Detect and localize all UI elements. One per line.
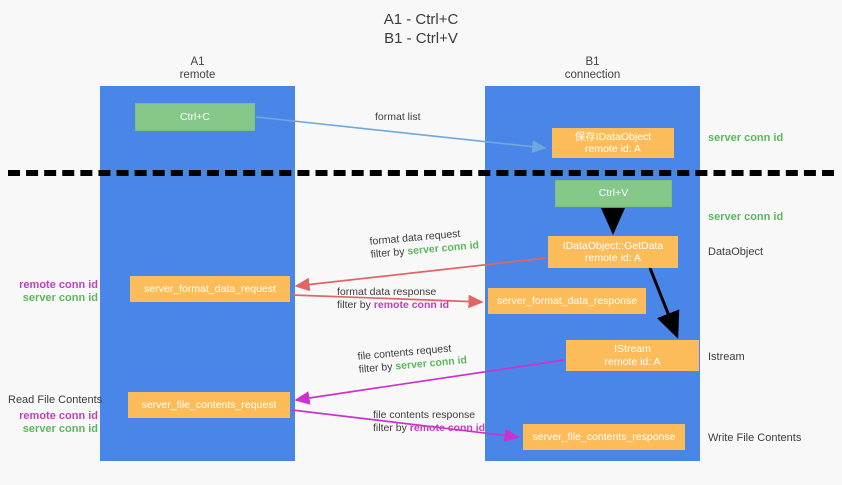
box-idataobject-line2: remote id: A xyxy=(584,143,642,155)
box-server-format-data-request[interactable]: server_format_data_request xyxy=(130,276,290,302)
lane-a1-name: A1 xyxy=(190,56,205,68)
box-server-file-contents-request-label: server_file_contents_request xyxy=(141,398,277,411)
label-remote-conn-id-lower: remote conn id xyxy=(19,410,98,422)
lane-header-a1: A1 remote xyxy=(100,56,295,82)
arrow-label-file-contents-response: file contents response filter by remote … xyxy=(373,409,485,435)
box-getdata-line1: IDataObject::GetData xyxy=(562,239,664,252)
label-conn-ids-upper: remote conn id server conn id xyxy=(8,279,98,305)
label-conn-ids-lower: remote conn id server conn id xyxy=(8,410,98,436)
box-ctrl-v[interactable]: Ctrl+V xyxy=(555,180,672,207)
box-server-file-contents-request[interactable]: server_file_contents_request xyxy=(128,392,290,418)
filter-value: remote conn id xyxy=(409,422,486,434)
label-dataobject: DataObject xyxy=(708,246,764,258)
arrow-label-format-data-response-line1: format data response xyxy=(337,286,437,298)
box-server-file-contents-response-label: server_file_contents_response xyxy=(532,430,676,443)
arrow-label-format-data-request: format data request filter by server con… xyxy=(369,226,479,261)
arrow-label-file-contents-response-line1: file contents response xyxy=(373,409,476,421)
label-server-conn-id-1: server conn id xyxy=(708,132,784,144)
page-title-line1: A1 - Ctrl+C xyxy=(383,11,459,28)
box-istream-line1: IStream xyxy=(614,343,651,355)
filter-prefix: filter by xyxy=(373,422,410,434)
label-server-conn-id-2: server conn id xyxy=(708,211,784,223)
box-idataobject-getdata[interactable]: IDataObject::GetData remote id: A xyxy=(548,236,678,268)
label-read-file-contents: Read File Contents xyxy=(8,394,103,406)
lane-b1-name: B1 xyxy=(585,56,600,68)
box-ctrl-c[interactable]: Ctrl+C xyxy=(135,103,255,131)
arrow-label-format-data-response-filter: filter by remote conn id xyxy=(337,299,449,312)
label-server-conn-id-lower: server conn id xyxy=(22,423,98,435)
page-title-line2: B1 - Ctrl+V xyxy=(384,30,458,47)
box-istream-line2: remote id: A xyxy=(604,355,661,368)
lane-b1-role: connection xyxy=(564,69,621,81)
box-istream[interactable]: IStream remote id: A xyxy=(566,340,699,371)
arrow-label-format-list-text: format list xyxy=(375,111,421,123)
box-server-format-data-response-label: server_format_data_response xyxy=(496,294,638,307)
box-idataobject-line1: 保存IDataObject xyxy=(574,130,652,143)
filter-prefix: filter by xyxy=(337,299,374,311)
box-server-file-contents-response[interactable]: server_file_contents_response xyxy=(523,424,685,450)
label-istream: Istream xyxy=(708,351,745,363)
label-remote-conn-id-upper: remote conn id xyxy=(19,279,98,291)
lane-header-b1: B1 connection xyxy=(485,56,700,82)
arrow-label-format-list: format list xyxy=(375,111,421,124)
box-idataobject[interactable]: 保存IDataObject remote id: A xyxy=(552,128,674,158)
filter-prefix: filter by xyxy=(370,245,408,261)
page-title: A1 - Ctrl+C B1 - Ctrl+V xyxy=(0,10,842,48)
filter-value: remote conn id xyxy=(373,299,450,311)
filter-prefix: filter by xyxy=(358,360,396,376)
label-server-conn-id-upper: server conn id xyxy=(22,292,98,304)
lane-a1-role: remote xyxy=(179,69,216,81)
box-ctrl-c-label: Ctrl+C xyxy=(179,110,211,123)
arrow-label-file-contents-request: file contents request filter by server c… xyxy=(357,341,467,376)
box-server-format-data-response[interactable]: server_format_data_response xyxy=(488,288,646,314)
phase-divider-dashed-line xyxy=(8,170,834,176)
arrow-label-format-data-response: format data response filter by remote co… xyxy=(337,286,449,312)
box-getdata-line2: remote id: A xyxy=(584,252,642,264)
box-ctrl-v-label: Ctrl+V xyxy=(598,187,629,200)
label-write-file-contents: Write File Contents xyxy=(708,432,802,444)
arrow-label-file-contents-response-filter: filter by remote conn id xyxy=(373,422,485,435)
box-server-format-data-request-label: server_format_data_request xyxy=(144,282,276,295)
